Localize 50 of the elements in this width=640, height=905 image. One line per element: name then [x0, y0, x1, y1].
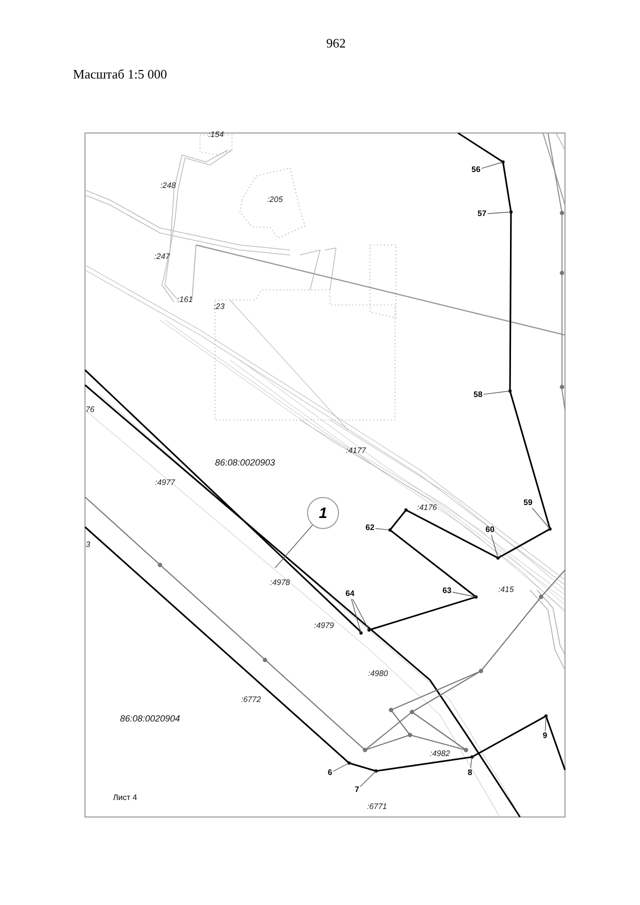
parcel-number: :4980 [368, 670, 388, 678]
parcel-number: 3 [86, 541, 90, 549]
point-number: 64 [346, 590, 354, 598]
parcel-number: :4982 [430, 750, 450, 758]
parcel-number: :247 [154, 253, 170, 261]
point-number: 62 [366, 524, 374, 532]
cadastral-block-number: 86:08:0020904 [120, 714, 180, 724]
leader-line [481, 162, 504, 169]
point-number: 58 [474, 391, 482, 399]
parcel-number: :4176 [416, 504, 438, 512]
parcel-number: :4177 [346, 447, 366, 455]
parcel-number: :161 [177, 296, 193, 304]
point-number: 6 [328, 769, 332, 777]
parcel-number: :4977 [154, 479, 176, 487]
leader-line [375, 528, 390, 530]
point-number: 63 [442, 587, 452, 595]
leader-line [483, 390, 510, 395]
parcel-number: :154 [208, 131, 224, 139]
cadastral-block-number: 86:08:0020903 [214, 458, 276, 468]
leader-line [491, 534, 498, 558]
leader-line [544, 716, 546, 732]
parcel-number: :4979 [314, 622, 334, 630]
parcel-number: :4978 [270, 579, 290, 587]
page-number: 962 [326, 36, 346, 50]
point-number: 9 [542, 732, 548, 740]
parcel-number: :23 [213, 303, 225, 311]
point-number: 60 [486, 526, 494, 534]
point-number: 59 [524, 499, 532, 507]
parcel-number: :415 [498, 586, 514, 594]
point-number: 8 [468, 769, 472, 777]
point-number: 56 [472, 166, 480, 174]
callout-number: 1 [307, 497, 339, 529]
parcel-number: :6772 [240, 696, 262, 704]
leader-line [360, 770, 376, 788]
scale-note: Масштаб 1:5 000 [73, 68, 167, 80]
leader-line [470, 756, 472, 768]
leader-line [332, 762, 350, 772]
parcel-number: 76 [86, 406, 94, 414]
leader-line [487, 212, 512, 214]
sheet-number: Лист 4 [112, 794, 138, 802]
leader-line [274, 524, 313, 568]
point-number: 7 [354, 786, 360, 794]
leader-line [351, 598, 362, 634]
parcel-number: :6771 [366, 803, 388, 811]
leader-line [452, 592, 476, 598]
parcel-number: :205 [267, 196, 283, 204]
point-number: 57 [478, 210, 486, 218]
parcel-number: :248 [160, 182, 176, 190]
leader-line [532, 508, 550, 530]
leader-line [352, 598, 370, 630]
